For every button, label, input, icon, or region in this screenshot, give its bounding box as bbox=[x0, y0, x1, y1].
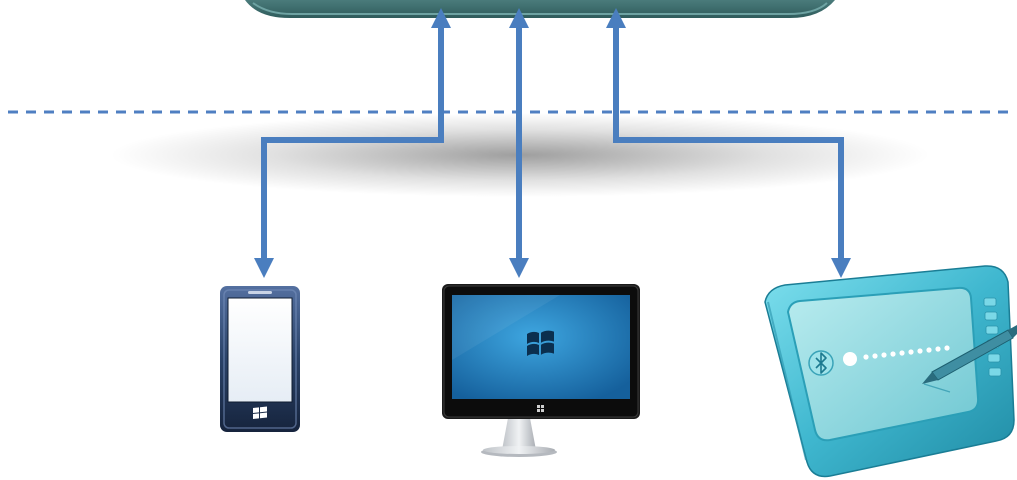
arrowhead-phone-up bbox=[431, 8, 451, 28]
top-panel bbox=[245, 0, 835, 18]
windows-logo-small-icon bbox=[537, 405, 544, 412]
stylus-pen-icon bbox=[922, 325, 1017, 393]
windows-desktop-monitor-icon bbox=[442, 284, 640, 457]
connectors bbox=[254, 8, 851, 278]
arrowhead-tablet-down bbox=[831, 258, 851, 278]
windows-logo-icon bbox=[253, 406, 267, 419]
connection-dots bbox=[843, 345, 950, 366]
connector-phone bbox=[261, 22, 444, 258]
windows-logo-icon bbox=[527, 330, 554, 356]
arrowhead-tablet-up bbox=[606, 8, 626, 28]
drawing-tablet-icon bbox=[764, 265, 1017, 478]
arrowhead-monitor-down bbox=[509, 258, 529, 278]
connector-tablet bbox=[613, 22, 844, 258]
arrowhead-monitor-up bbox=[509, 8, 529, 28]
windows-phone-icon bbox=[220, 286, 300, 432]
bluetooth-icon bbox=[808, 350, 834, 376]
arrowhead-phone-down bbox=[254, 258, 274, 278]
